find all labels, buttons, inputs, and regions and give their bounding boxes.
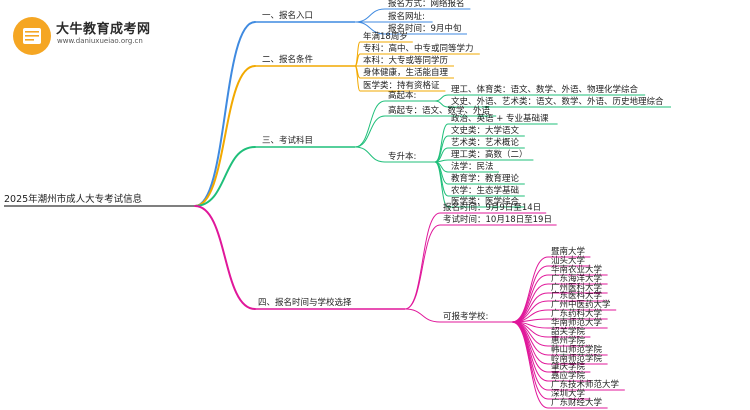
branch-4-connector xyxy=(194,205,256,310)
zsb-item-0-connector xyxy=(434,123,449,163)
gqz-node-connector xyxy=(354,115,386,148)
school-item-16: 深圳大学 xyxy=(551,388,586,399)
branch-4-title: 四、报名时间与学校选择 xyxy=(258,297,352,308)
branch-2-item-0: 年满18周岁 xyxy=(363,31,408,42)
branch-1-item-0: 报名方式：网络报名 xyxy=(388,0,465,9)
zsb-item-4: 法学：民法 xyxy=(451,161,494,172)
school-item-1: 汕头大学 xyxy=(551,255,586,266)
branch-2-connector xyxy=(194,65,256,207)
zsb-node: 专升本: xyxy=(388,151,416,162)
school-item-14-connector xyxy=(511,321,549,382)
gqb-item-0-connector xyxy=(434,94,449,102)
school-item-15: 广东技术师范大学 xyxy=(551,379,620,390)
school-item-5: 广东医科大学 xyxy=(551,290,603,301)
school-item-14: 嘉应学院 xyxy=(551,370,586,381)
school-item-4: 广州医科大学 xyxy=(551,282,603,293)
branch-2-item-3: 身体健康，生活能自理 xyxy=(363,67,449,78)
school-item-17: 广东财经大学 xyxy=(551,397,603,408)
branch-4-item-1: 考试时间：10月18日至19日 xyxy=(443,214,552,225)
school-item-12: 岭南师范学院 xyxy=(551,353,603,364)
zsb-item-3: 理工类：高数（二） xyxy=(451,149,528,160)
zsb-item-0: 政治、英语 + 专业基础课 xyxy=(451,113,549,124)
zsb-item-5: 教育学：教育理论 xyxy=(451,173,520,184)
logo-url: www.daniuxueiao.org.cn xyxy=(57,37,143,45)
gqb-item-1-connector xyxy=(434,100,449,108)
school-item-13: 肇庆学院 xyxy=(551,361,586,372)
branch-1-connector xyxy=(194,21,256,207)
branch-4-item-1-connector xyxy=(404,224,441,310)
branch-4-item-0: 报名时间：9月9日至14日 xyxy=(443,202,541,213)
school-item-11: 韩山师范学院 xyxy=(551,344,603,355)
school-item-7: 广东药科大学 xyxy=(551,308,603,319)
school-item-10: 惠州学院 xyxy=(551,335,586,346)
branch-2-item-4: 医学类：持有资格证 xyxy=(363,80,440,91)
gqb-node-connector xyxy=(354,100,386,148)
branch-2-item-4-connector xyxy=(354,65,361,92)
branch-4-item-0-connector xyxy=(404,212,441,310)
zsb-item-2: 艺术类：艺术概论 xyxy=(451,137,520,148)
branch-3-connector xyxy=(194,146,256,207)
gqz-node: 高起专：语文、数学、外语 xyxy=(388,105,491,116)
school-item-3: 广东海洋大学 xyxy=(551,273,603,284)
school-item-8: 华南师范大学 xyxy=(551,317,603,328)
root-node: 2025年潮州市成人大专考试信息 xyxy=(4,193,142,205)
schools-node-connector xyxy=(404,308,441,323)
school-item-2: 华南农业大学 xyxy=(551,264,603,275)
gqb-item-1: 文史、外语、艺术类：语文、数学、外语、历史地理综合 xyxy=(451,96,664,107)
branch-1-item-0-connector xyxy=(354,8,386,23)
branch-2-title: 二、报名条件 xyxy=(262,54,314,65)
logo-icon xyxy=(12,16,52,56)
zsb-item-1: 文史类：大学语文 xyxy=(451,125,520,136)
school-item-17-connector xyxy=(511,321,549,409)
logo-title: 大牛教育成考网 xyxy=(56,22,151,37)
branch-1-title: 一、报名入口 xyxy=(262,10,313,21)
schools-node: 可报考学校: xyxy=(443,311,488,322)
branch-2-item-1: 专科：高中、中专或同等学力 xyxy=(363,43,474,54)
branch-3-title: 三、考试科目 xyxy=(262,135,313,146)
branch-1-item-1: 报名网址: xyxy=(388,11,425,22)
branch-1-item-2: 报名时间：9月中旬 xyxy=(388,23,461,34)
zsb-node-connector xyxy=(354,146,386,163)
school-item-0: 暨南大学 xyxy=(551,246,586,257)
gqb-item-0: 理工、体育类：语文、数学、外语、物理化学综合 xyxy=(451,84,639,95)
branch-1-item-2-connector xyxy=(354,21,386,35)
zsb-item-7-connector xyxy=(434,161,449,208)
zsb-item-7: 医学类：医学综合 xyxy=(451,196,520,207)
gqb-node: 高起本: xyxy=(388,90,416,101)
branch-2-item-2: 本科：大专或等同学历 xyxy=(363,55,449,66)
school-item-2-connector xyxy=(511,274,549,323)
school-item-9: 韶关学院 xyxy=(551,326,586,337)
school-item-6: 广州中医药大学 xyxy=(551,299,611,310)
zsb-item-6: 农学：生态学基础 xyxy=(451,185,519,196)
